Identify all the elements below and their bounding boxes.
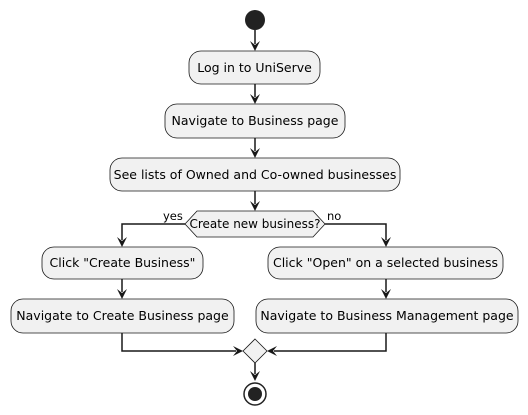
action-navigate-create-business: Navigate to Create Business page xyxy=(10,298,235,334)
arrowhead-click-create xyxy=(117,237,127,247)
merge-node xyxy=(242,338,268,364)
action-see-lists: See lists of Owned and Co-owned business… xyxy=(109,157,401,192)
arrowhead-login xyxy=(250,41,260,51)
arrowhead-nav-business xyxy=(250,94,260,104)
edge-navcreate-merge xyxy=(121,333,236,352)
branch-label-no: no xyxy=(327,209,341,223)
decision-node: Create new business? xyxy=(184,210,326,238)
action-see-lists-label: See lists of Owned and Co-owned business… xyxy=(114,167,397,182)
action-click-open-label: Click "Open" on a selected business xyxy=(273,255,498,270)
action-navigate-business-management-label: Navigate to Business Management page xyxy=(260,308,514,323)
decision-label: Create new business? xyxy=(190,217,321,231)
arrowhead-end xyxy=(250,371,260,381)
action-navigate-business-label: Navigate to Business page xyxy=(172,113,339,128)
arrowhead-merge-left xyxy=(233,346,243,356)
edge-decision-no xyxy=(325,223,387,240)
arrowhead-see-lists xyxy=(250,148,260,158)
arrowhead-nav-create xyxy=(117,289,127,299)
action-navigate-business-management: Navigate to Business Management page xyxy=(255,298,519,334)
action-click-open: Click "Open" on a selected business xyxy=(267,246,504,280)
edge-decision-yes xyxy=(121,223,185,240)
arrowhead-nav-manage xyxy=(381,289,391,299)
action-login-label: Log in to UniServe xyxy=(197,60,312,75)
action-click-create-business: Click "Create Business" xyxy=(41,246,204,280)
action-navigate-business: Navigate to Business page xyxy=(164,103,346,139)
arrowhead-click-open xyxy=(381,237,391,247)
end-node xyxy=(243,382,267,406)
edge-navmanage-merge xyxy=(274,333,387,352)
action-navigate-create-business-label: Navigate to Create Business page xyxy=(16,308,229,323)
arrowhead-merge-right xyxy=(267,346,277,356)
action-click-create-business-label: Click "Create Business" xyxy=(50,255,196,270)
edges xyxy=(117,30,391,381)
branch-label-yes: yes xyxy=(163,209,183,223)
start-node xyxy=(245,10,265,30)
arrowhead-decision xyxy=(250,201,260,211)
action-login: Log in to UniServe xyxy=(188,50,321,85)
